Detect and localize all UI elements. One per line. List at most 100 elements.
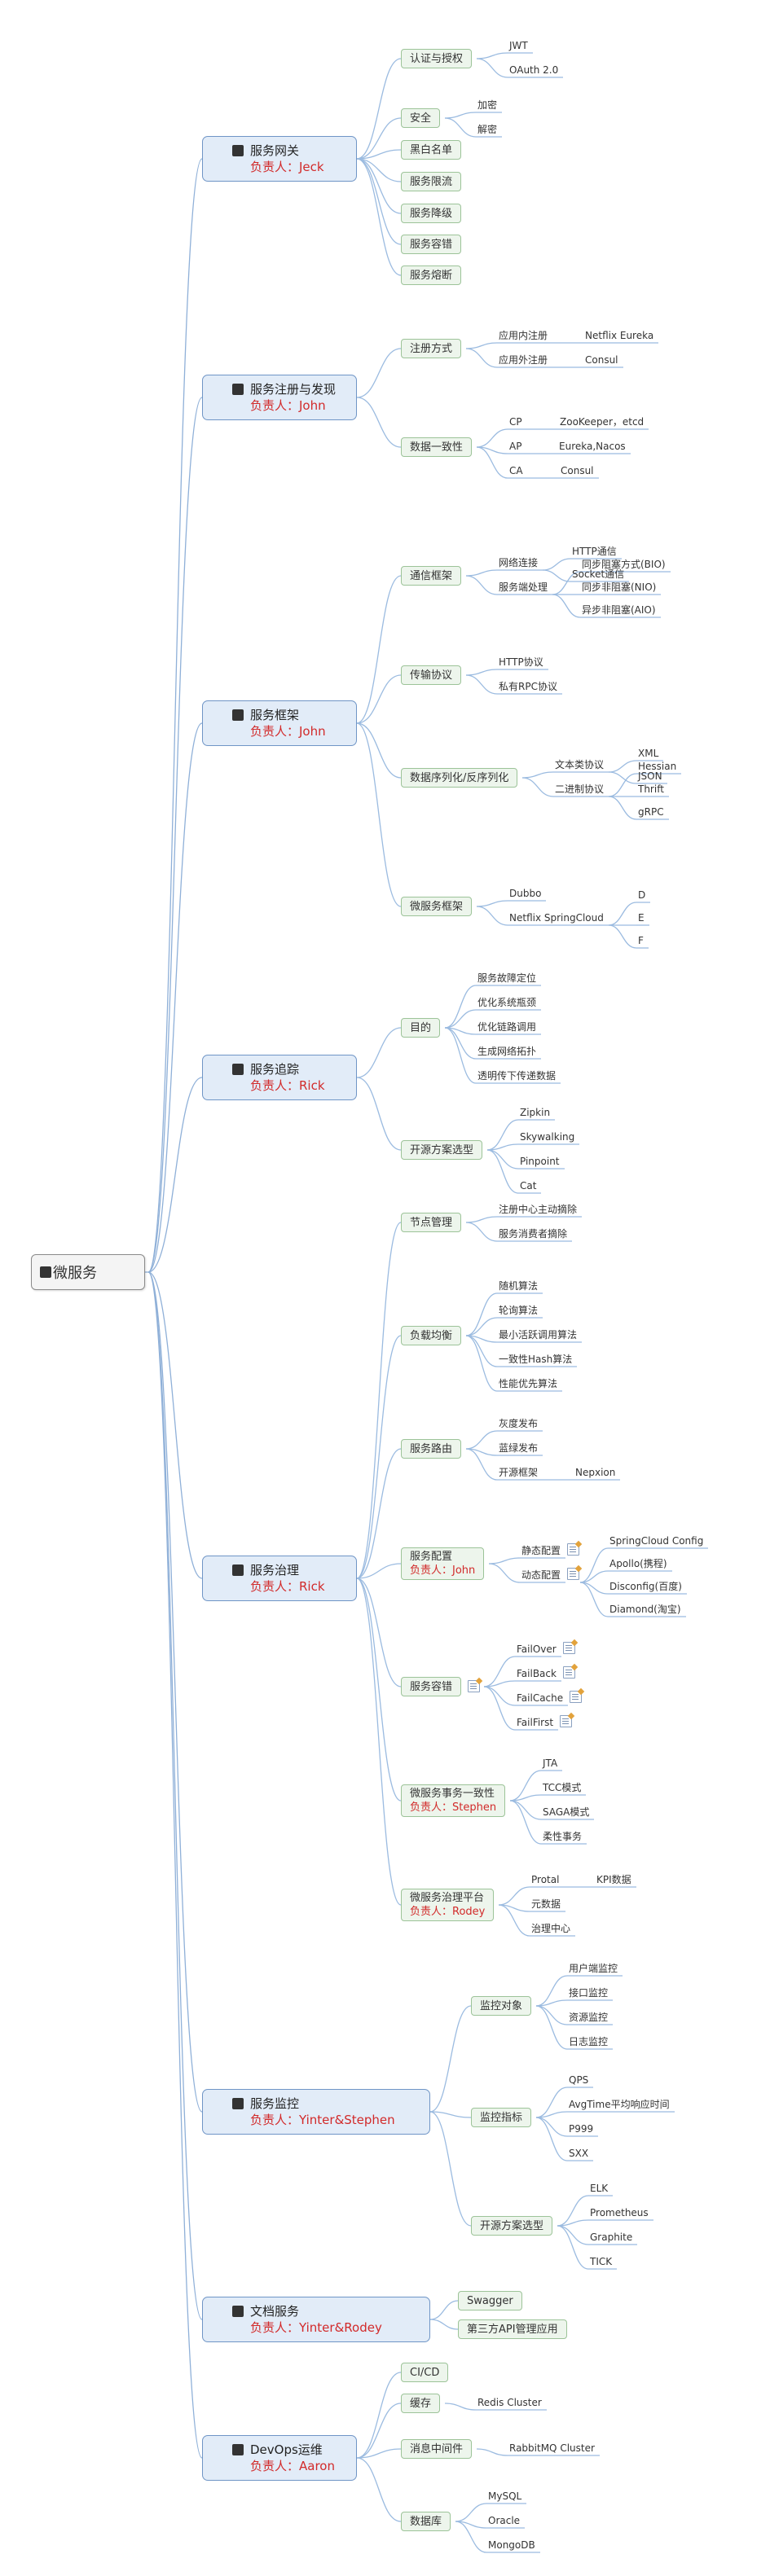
connector-line xyxy=(356,1222,402,1579)
category-node: 第三方API管理应用 xyxy=(458,2319,567,2339)
connector-line xyxy=(356,2457,402,2522)
branch-title: 服务注册与发现 xyxy=(250,382,337,397)
leaf-value: ZooKeeper，etcd xyxy=(560,416,645,428)
connector-line xyxy=(535,2117,568,2137)
connector-line xyxy=(579,1547,609,1583)
category-label: 数据一致性 xyxy=(410,441,464,454)
leaf-label: Graphite xyxy=(590,2232,633,2243)
category-label: 服务熔断 xyxy=(410,269,453,282)
leaf-value: Netflix Eureka xyxy=(585,330,654,341)
leaf-sub-label: XML xyxy=(638,748,659,759)
connector-line xyxy=(476,906,508,926)
connector-line xyxy=(486,1149,519,1170)
connector-line xyxy=(465,674,498,695)
leaf-label: Dubbo xyxy=(509,888,542,899)
connector-line xyxy=(429,2111,472,2227)
category-label: 服务降级 xyxy=(410,207,453,220)
category-node: 服务路由 xyxy=(401,1439,462,1459)
connector-line xyxy=(476,900,508,907)
connector-line xyxy=(356,1578,402,1801)
category-label: 微服务事务一致性 xyxy=(410,1788,495,1800)
connector-line xyxy=(147,722,203,1273)
category-label: 微服务治理平台 xyxy=(410,1892,485,1904)
leaf-label: SAGA模式 xyxy=(543,1806,590,1818)
connector-line xyxy=(521,771,554,779)
connector-line xyxy=(356,1578,402,1906)
category-node: 监控对象 xyxy=(471,1996,532,2016)
leaf-label: ELK xyxy=(590,2183,609,2194)
category-node: 服务配置负责人：John xyxy=(401,1547,485,1580)
branch-bullet-icon xyxy=(232,2444,244,2455)
category-label: 数据序列化/反序列化 xyxy=(410,771,509,784)
connector-line xyxy=(542,569,571,582)
category-node: 认证与授权 xyxy=(401,49,473,68)
leaf-label: RabbitMQ Cluster xyxy=(509,2442,595,2454)
leaf-sub-label: Thrift xyxy=(638,783,664,795)
leaf-label: P999 xyxy=(569,2123,594,2135)
category-node: 黑白名单 xyxy=(401,140,462,160)
category-node: 开源方案选型 xyxy=(471,2216,553,2236)
category-label: 黑白名单 xyxy=(410,143,453,156)
category-label: CI/CD xyxy=(410,2366,440,2379)
branch-node: 文档服务负责人：Yinter&Rodey xyxy=(202,2297,430,2342)
connector-line xyxy=(356,149,402,160)
leaf-label: HTTP协议 xyxy=(499,656,543,668)
connector-line xyxy=(356,722,402,907)
branch-owner: 负责人：Jeck xyxy=(250,160,324,174)
connector-line xyxy=(356,1335,402,1579)
connector-line xyxy=(444,985,477,1029)
branch-title: DevOps运维 xyxy=(250,2442,323,2457)
connector-line xyxy=(476,58,508,78)
branch-bullet-icon xyxy=(232,1064,244,1075)
category-node: 安全 xyxy=(401,108,441,128)
connector-line xyxy=(509,1770,542,1801)
connector-line xyxy=(542,558,571,571)
connector-line xyxy=(488,1563,521,1583)
connector-line xyxy=(465,1317,498,1336)
connector-line xyxy=(535,2005,568,2025)
connector-line xyxy=(147,1271,203,2459)
category-label: 监控指标 xyxy=(480,2111,523,2124)
leaf-label: FailFirst xyxy=(517,1717,554,1728)
root-node: 微服务 xyxy=(31,1254,145,1290)
leaf-label: 服务端处理 xyxy=(499,581,548,593)
leaf-label: 文本类协议 xyxy=(555,759,605,770)
connector-line xyxy=(498,1904,530,1937)
connector-line xyxy=(356,1448,402,1579)
connector-line xyxy=(521,777,554,797)
connector-line xyxy=(356,674,402,724)
branch-title: 服务追踪 xyxy=(250,1062,300,1077)
connector-line xyxy=(444,2403,477,2411)
category-label: 节点管理 xyxy=(410,1216,453,1229)
category-node: 服务降级 xyxy=(401,204,462,223)
leaf-label: OAuth 2.0 xyxy=(509,64,559,76)
category-label: 服务限流 xyxy=(410,175,453,188)
category-node: 服务熔断 xyxy=(401,265,462,285)
category-node: 微服务框架 xyxy=(401,897,473,916)
category-node: 节点管理 xyxy=(401,1213,462,1232)
connector-line xyxy=(356,722,402,779)
leaf-label: 注册中心主动摘除 xyxy=(499,1204,578,1215)
leaf-label: 元数据 xyxy=(531,1898,561,1910)
connector-line xyxy=(356,1077,402,1151)
leaf-label: 资源监控 xyxy=(569,2012,609,2023)
connector-line xyxy=(608,902,637,926)
leaf-sub-label: gRPC xyxy=(638,806,664,818)
leaf-label: 静态配置 xyxy=(521,1545,561,1556)
connector-line xyxy=(356,1027,402,1078)
leaf-sub-label: E xyxy=(638,912,645,924)
leaf-sub-label: Apollo(携程) xyxy=(609,1558,667,1569)
leaf-sub-label: F xyxy=(638,935,644,946)
connector-line xyxy=(486,1119,519,1151)
branch-node: 服务治理负责人：Rick xyxy=(202,1556,357,1601)
category-node: 监控指标 xyxy=(471,2108,532,2127)
connector-line xyxy=(147,1271,203,2113)
connector-line xyxy=(608,760,637,773)
leaf-label: Netflix SpringCloud xyxy=(509,912,604,924)
connector-line xyxy=(356,158,402,182)
connector-line xyxy=(465,1430,498,1450)
connector-line xyxy=(465,1335,498,1392)
connector-line xyxy=(608,796,637,820)
leaf-label: CA xyxy=(509,465,523,476)
root-bullet-icon xyxy=(40,1266,51,1278)
